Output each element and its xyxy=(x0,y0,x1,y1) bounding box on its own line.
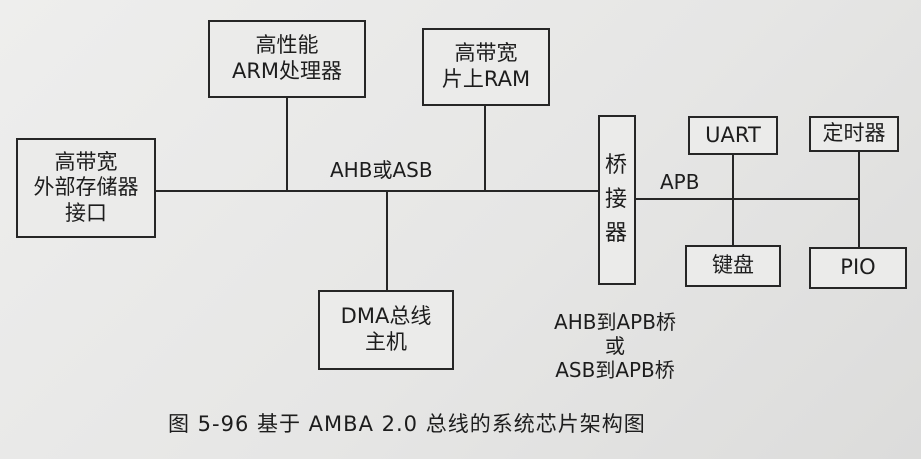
ahb-asb-bus-label: AHB或ASB xyxy=(330,158,433,182)
external-memory-interface-block: 高带宽 外部存储器 接口 xyxy=(16,138,156,238)
pio-label: PIO xyxy=(840,255,876,280)
arm-processor-label: 高性能 ARM处理器 xyxy=(231,33,343,83)
bridge-block: 桥 接 器 xyxy=(598,115,636,285)
timer-block: 定时器 xyxy=(809,116,899,152)
apb-bus-label: APB xyxy=(660,170,700,194)
keyboard-block: 键盘 xyxy=(685,245,781,287)
onchip-ram-label: 高带宽 片上RAM xyxy=(441,41,531,91)
pio-block: PIO xyxy=(809,247,907,289)
bridge-label: 桥 接 器 xyxy=(604,152,629,247)
dma-master-label: DMA总线 主机 xyxy=(340,304,432,354)
figure-caption: 图 5-96 基于 AMBA 2.0 总线的系统芯片架构图 xyxy=(168,412,646,436)
external-memory-label: 高带宽 外部存储器 接口 xyxy=(33,149,139,225)
uart-label: UART xyxy=(705,122,761,147)
bridge-note-line3: ASB到APB桥 xyxy=(555,358,675,382)
dma-bus-master-block: DMA总线 主机 xyxy=(318,290,454,370)
onchip-ram-block: 高带宽 片上RAM xyxy=(422,28,550,106)
bridge-type-note: AHB到APB桥 或 ASB到APB桥 xyxy=(530,310,700,382)
keyboard-label: 键盘 xyxy=(712,253,754,278)
arm-processor-block: 高性能 ARM处理器 xyxy=(208,20,366,98)
bridge-note-line1: AHB到APB桥 xyxy=(554,310,676,334)
bridge-note-line2: 或 xyxy=(605,334,625,358)
timer-label: 定时器 xyxy=(822,121,886,146)
uart-block: UART xyxy=(688,116,778,155)
